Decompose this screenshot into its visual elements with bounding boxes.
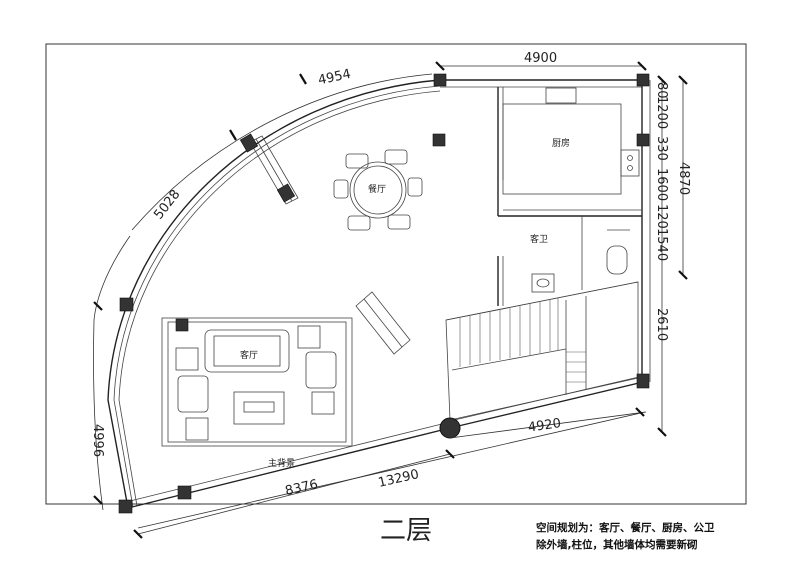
dimension-lines <box>93 61 688 539</box>
dim-right-120: 120 <box>654 204 669 229</box>
column <box>636 373 650 389</box>
drawing-frame <box>45 43 747 505</box>
living-room-label: 客厅 <box>240 349 258 361</box>
dim-bottom-left: 8376 <box>284 477 320 499</box>
dining-label: 餐厅 <box>368 183 386 195</box>
column <box>636 133 650 147</box>
dim-bottom-right: 4920 <box>527 416 562 435</box>
dim-arc-upper: 4954 <box>317 67 352 89</box>
floor-title: 二层 <box>380 516 433 546</box>
dim-right-1540: 1540 <box>654 228 669 261</box>
column <box>433 73 447 87</box>
kitchen-label: 厨房 <box>552 137 570 149</box>
column <box>119 297 134 312</box>
dim-right-1600: 1600 <box>654 168 669 201</box>
living-room-furniture: 客厅 主背景 <box>161 317 353 469</box>
dim-bottom-total: 13290 <box>377 467 421 491</box>
column <box>432 133 446 147</box>
dim-right-80: 80 <box>654 82 669 99</box>
dim-top-width: 4900 <box>524 51 557 66</box>
window-bench-lower <box>355 291 411 355</box>
planning-notes: 空间规划为：客厅、餐厅、厨房、公卫 除外墙,柱位，其他墙体均需要新砌 <box>536 520 715 554</box>
guest-bath: 客卫 <box>497 216 630 306</box>
notes-line-2: 除外墙,柱位，其他墙体均需要新砌 <box>536 539 698 551</box>
dim-right-2610: 2610 <box>654 308 669 341</box>
dining-table: 餐厅 <box>333 149 423 231</box>
dim-right-total: 4870 <box>676 162 691 195</box>
dim-right-330: 330 <box>654 136 669 161</box>
round-column <box>439 417 461 439</box>
notes-line-1: 空间规划为：客厅、餐厅、厨房、公卫 <box>536 522 715 534</box>
kitchen: 厨房 <box>497 87 642 217</box>
curved-exterior-wall <box>107 79 441 509</box>
column <box>118 499 133 514</box>
top-wall <box>440 79 642 88</box>
tv-wall-label: 主背景 <box>268 457 295 469</box>
dim-arc-middle: 5028 <box>151 187 183 222</box>
staircase <box>445 281 639 421</box>
dim-arc-lower: 4996 <box>90 424 105 457</box>
guest-bath-label: 客卫 <box>530 233 548 245</box>
columns <box>118 73 650 514</box>
column <box>175 318 189 332</box>
column <box>177 485 192 500</box>
column <box>239 133 259 153</box>
right-wall <box>641 80 651 382</box>
column <box>636 73 650 87</box>
dim-right-1200: 1200 <box>654 96 669 129</box>
column <box>276 183 296 203</box>
